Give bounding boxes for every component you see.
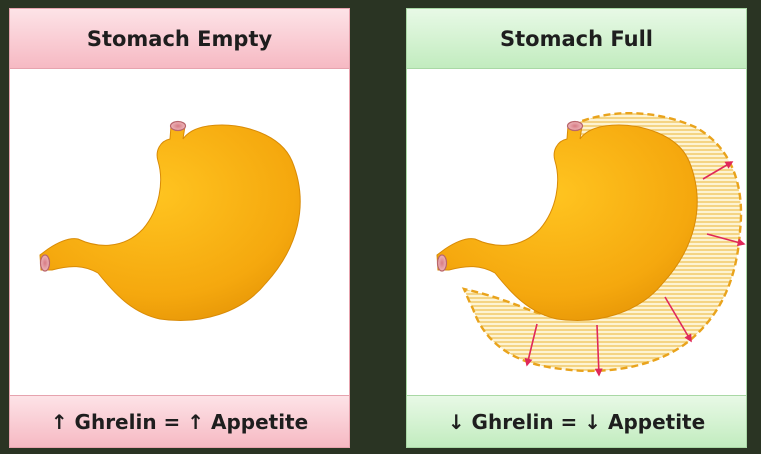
- stomach-full-caption: ↓ Ghrelin = ↓ Appetite: [407, 395, 746, 447]
- stomach-empty-title: Stomach Empty: [10, 9, 349, 69]
- stomach-empty-caption: ↑ Ghrelin = ↑ Appetite: [10, 395, 349, 447]
- stomach-full-title: Stomach Full: [407, 9, 746, 69]
- stomach-empty-illustration: [10, 69, 349, 395]
- stomach-empty-panel: Stomach Empty ↑ Ghrelin = ↑ Appetite: [9, 8, 350, 448]
- stomach-full-panel: Stomach Full ↓ Ghrelin = ↓ Appetite: [406, 8, 747, 448]
- empty-stomach-shape: [40, 122, 300, 321]
- stomach-full-illustration: [407, 69, 746, 395]
